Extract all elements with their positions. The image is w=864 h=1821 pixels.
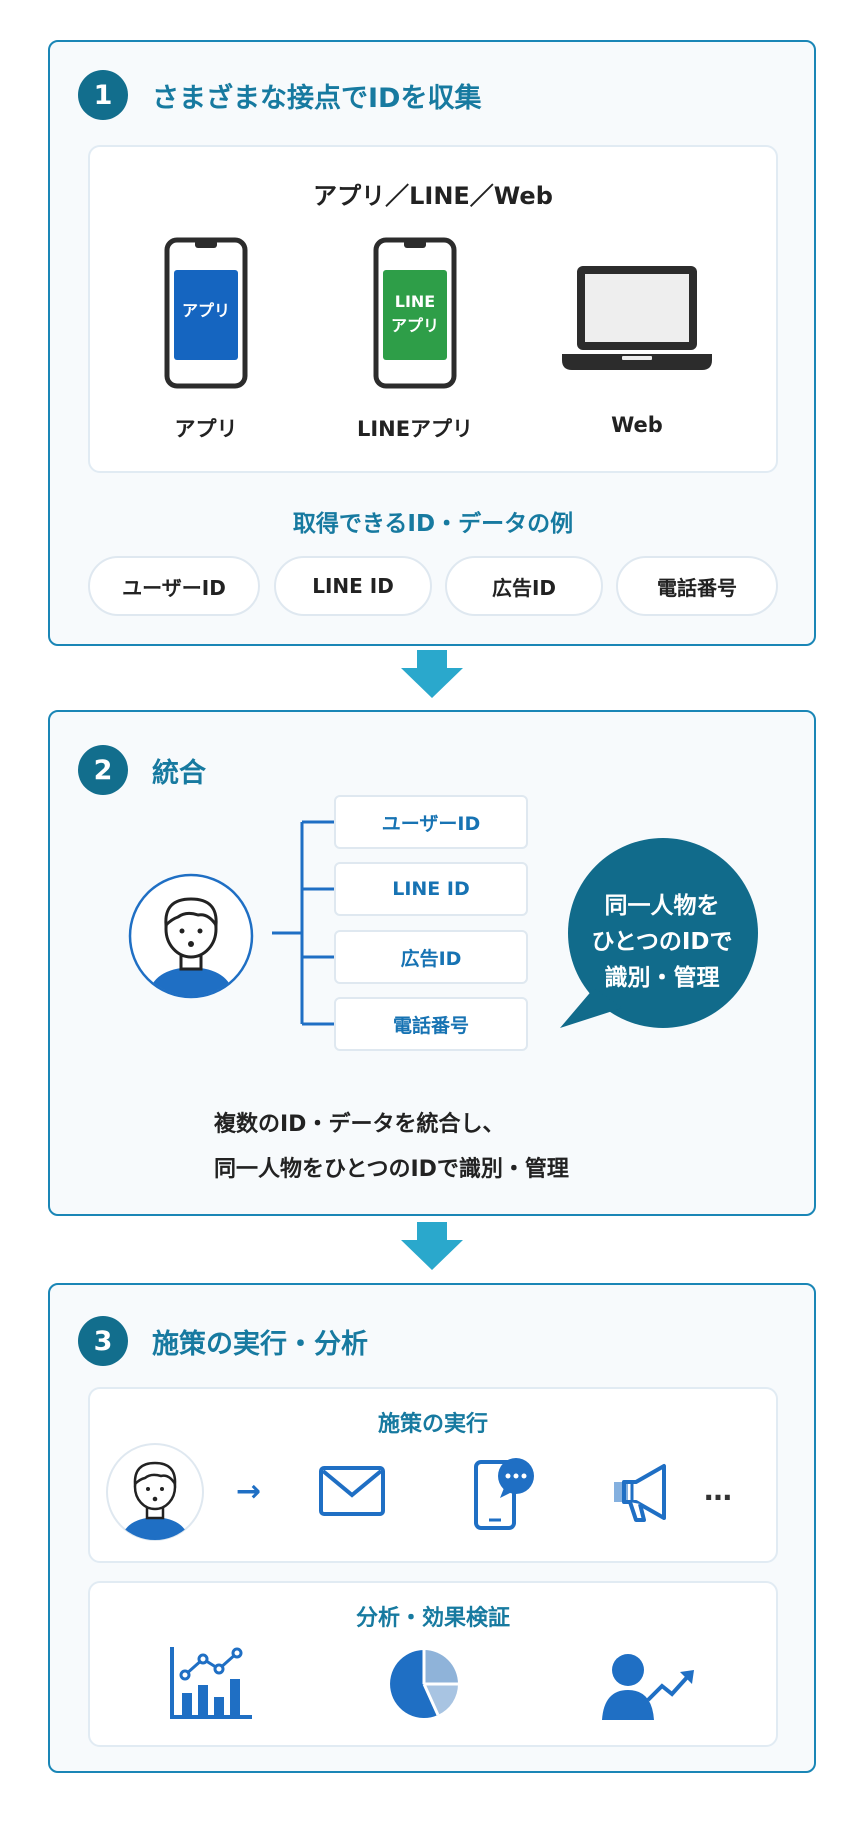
example-pill-ad-id: 広告ID bbox=[445, 556, 603, 616]
execution-arrow: → bbox=[236, 1474, 262, 1509]
execution-heading: 施策の実行 bbox=[377, 1412, 488, 1437]
id-box-ad-id: 広告ID bbox=[334, 930, 528, 984]
identity-speech-bubble: 同一人物を ひとつのIDで 識別・管理 bbox=[560, 838, 764, 1038]
person-avatar-icon bbox=[128, 873, 254, 999]
example-pill-phone: 電話番号 bbox=[616, 556, 778, 616]
line-screen-label-2: アプリ bbox=[390, 316, 439, 335]
line-phone-icon: LINE アプリ bbox=[373, 237, 457, 389]
example-pill-user-id: ユーザーID bbox=[88, 556, 260, 616]
id-box-user-id: ユーザーID bbox=[334, 795, 528, 849]
line-device-label: LINEアプリ bbox=[356, 417, 474, 441]
app-device-label: アプリ bbox=[174, 417, 238, 441]
app-screen-label: アプリ bbox=[181, 301, 230, 320]
app-phone-icon: アプリ bbox=[164, 237, 248, 389]
integration-description-1: 複数のID・データを統合し、 bbox=[214, 1112, 505, 1137]
step2-number-badge: 2 bbox=[78, 745, 128, 795]
channels-heading: アプリ／LINE／Web bbox=[313, 182, 553, 210]
more-ellipsis: … bbox=[704, 1474, 732, 1507]
megaphone-icon bbox=[610, 1462, 672, 1524]
bar-chart-icon bbox=[168, 1645, 254, 1721]
step2-title: 統合 bbox=[152, 758, 206, 789]
id-connector-lines bbox=[272, 815, 336, 1029]
laptop-icon bbox=[560, 262, 714, 376]
id-box-phone: 電話番号 bbox=[334, 997, 528, 1051]
flow-arrow-2 bbox=[397, 1222, 467, 1272]
bubble-line-3: 識別・管理 bbox=[604, 965, 720, 991]
examples-heading: 取得できるID・データの例 bbox=[292, 511, 574, 537]
flow-arrow-1 bbox=[397, 650, 467, 700]
step3-number-badge: 3 bbox=[78, 1316, 128, 1366]
step1-title: さまざまな接点でIDを収集 bbox=[152, 83, 482, 114]
target-user-icon bbox=[105, 1442, 205, 1542]
pie-chart-icon bbox=[386, 1646, 462, 1722]
integration-description-2: 同一人物をひとつのIDで識別・管理 bbox=[214, 1157, 569, 1182]
bubble-line-1: 同一人物を bbox=[604, 893, 720, 919]
analysis-heading: 分析・効果検証 bbox=[355, 1606, 510, 1631]
user-growth-icon bbox=[600, 1648, 696, 1722]
email-icon bbox=[318, 1465, 386, 1517]
line-screen-label-1: LINE bbox=[394, 292, 436, 311]
step1-number-badge: 1 bbox=[78, 70, 128, 120]
web-device-label: Web bbox=[611, 413, 663, 437]
bubble-line-2: ひとつのIDで bbox=[591, 929, 733, 955]
example-pill-line-id: LINE ID bbox=[274, 556, 432, 616]
mobile-message-icon bbox=[472, 1452, 538, 1532]
step3-title: 施策の実行・分析 bbox=[152, 1329, 368, 1360]
id-box-line-id: LINE ID bbox=[334, 862, 528, 916]
